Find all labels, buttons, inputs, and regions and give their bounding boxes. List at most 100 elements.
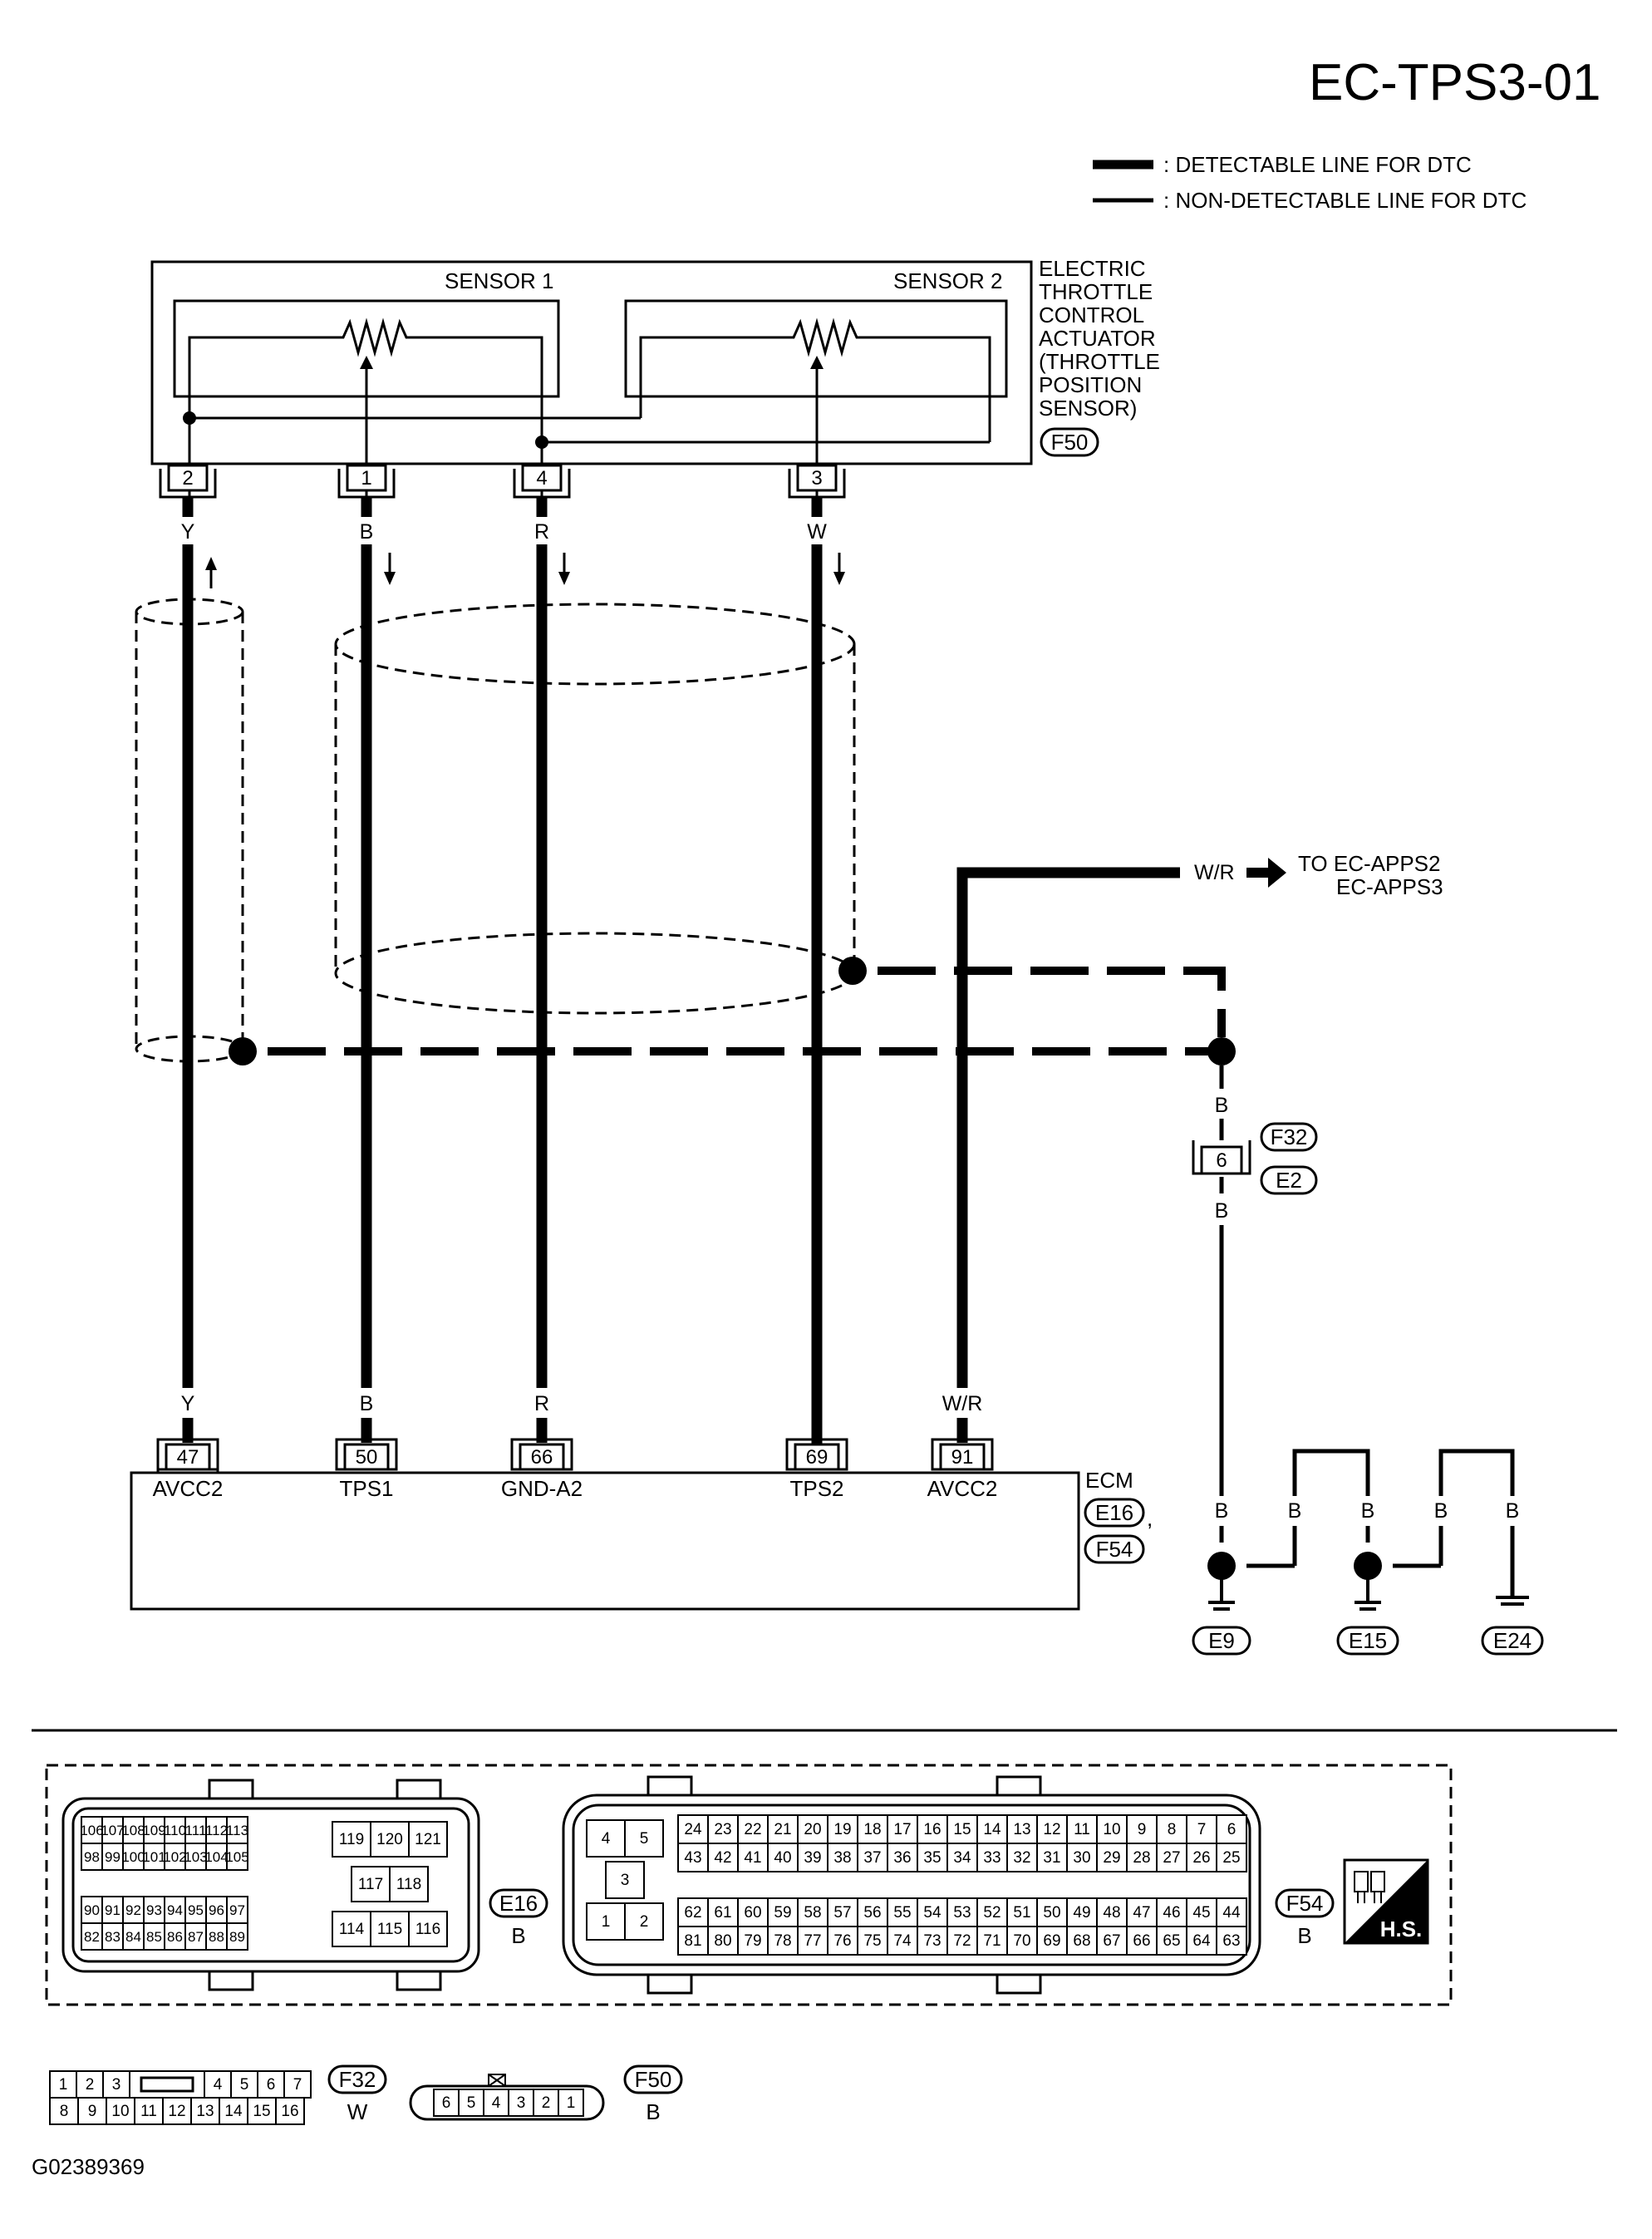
pin-number: 65 <box>1163 1932 1180 1950</box>
pin-number: 6 <box>1227 1821 1237 1838</box>
pin-cell <box>389 1866 429 1902</box>
pin-number: 30 <box>1073 1849 1090 1867</box>
pin-number: 46 <box>1163 1904 1180 1922</box>
pin-cell <box>917 1897 948 1927</box>
ecm-pin: 91 <box>951 1446 974 1469</box>
pin-number: 109 <box>142 1823 165 1838</box>
pin-number: 70 <box>1013 1932 1030 1950</box>
pin-number: 22 <box>744 1821 761 1838</box>
pin-cell <box>483 2089 509 2117</box>
pin-cell <box>122 1922 145 1951</box>
pin-cell <box>857 1926 888 1956</box>
pin-cell <box>433 2089 460 2117</box>
pin-cell <box>49 2097 79 2125</box>
actuator-pins: 2 1 4 3 <box>159 464 846 499</box>
pin-cell <box>737 1843 769 1872</box>
pin-number: 11 <box>140 2103 157 2120</box>
pin-number: 55 <box>893 1904 911 1922</box>
throttle-actuator: SENSOR 1 SENSOR 2 ELECTRIC THROTTLE CONT… <box>150 256 1160 509</box>
pin-number: 112 <box>205 1823 228 1838</box>
pin-cell <box>275 2097 305 2125</box>
pin-number: 40 <box>774 1849 791 1867</box>
pin-number: 86 <box>167 1929 183 1945</box>
pin-cell <box>1096 1843 1128 1872</box>
wire-color: W <box>807 520 827 544</box>
key-slot <box>140 2076 194 2093</box>
pin-number: 7 <box>293 2076 302 2094</box>
pin-number: 1 <box>59 2076 68 2094</box>
pin-cell <box>122 1843 145 1871</box>
pin-number: 15 <box>253 2103 270 2120</box>
pin-cell <box>586 1902 626 1941</box>
pin-number: 121 <box>415 1831 441 1848</box>
pin-cell <box>332 1821 371 1858</box>
pin-number: 32 <box>1013 1849 1030 1867</box>
pin-cell <box>77 2097 107 2125</box>
pin-number: 4 <box>602 1830 611 1848</box>
pin-number: 102 <box>163 1849 186 1865</box>
top-wire-colors: Y B R W <box>181 520 828 544</box>
pin-number: 98 <box>84 1849 100 1865</box>
pin-number: 97 <box>229 1902 245 1918</box>
pin-number: 35 <box>923 1849 941 1867</box>
pin-number: 110 <box>164 1823 186 1838</box>
pin-cell <box>1036 1926 1068 1956</box>
pin-cell <box>887 1926 918 1956</box>
pin-cell <box>408 1911 448 1947</box>
f32-color: W <box>347 2099 368 2124</box>
pin-number: 68 <box>1073 1932 1090 1950</box>
flow-arrows <box>205 553 845 588</box>
pin-number: 71 <box>983 1932 1001 1950</box>
pin-number: 87 <box>188 1929 204 1945</box>
bottom-wire-colors: Y B R W/R <box>181 1392 983 1415</box>
pin-number: 105 <box>225 1849 248 1865</box>
pin-number: 4 <box>492 2094 501 2112</box>
pin-number: 78 <box>774 1932 791 1950</box>
pin-number: 12 <box>1043 1821 1060 1838</box>
pin-cell <box>707 1926 739 1956</box>
pin-number: 10 <box>1103 1821 1120 1838</box>
pin-number: 5 <box>240 2076 249 2094</box>
pin-number: 5 <box>467 2094 476 2112</box>
pin-number: 6 <box>442 2094 451 2112</box>
pin-cell <box>184 1843 207 1871</box>
wire-color: B <box>1288 1499 1302 1523</box>
pin-number: 117 <box>358 1876 383 1893</box>
pin-number: 120 <box>376 1831 403 1848</box>
pin-number: 36 <box>893 1849 911 1867</box>
pin-number: 101 <box>142 1849 165 1865</box>
pin-cell <box>205 1816 228 1844</box>
ecm-signal: AVCC2 <box>927 1476 998 1501</box>
pin-cell <box>458 2089 484 2117</box>
pin-cell <box>1006 1814 1038 1844</box>
pin-number: 104 <box>204 1849 228 1865</box>
pin-number: 111 <box>185 1823 207 1838</box>
to-ref-line2: EC-APPS3 <box>1336 874 1443 899</box>
pin-cell <box>1156 1843 1187 1872</box>
legend-non-detectable: : NON-DETECTABLE LINE FOR DTC <box>1163 188 1527 213</box>
pin-cell <box>677 1926 709 1956</box>
pin-number: 73 <box>923 1932 941 1950</box>
pin-number: 26 <box>1192 1849 1210 1867</box>
ground-e9: E9 <box>1208 1628 1235 1653</box>
pin-cell <box>797 1843 828 1872</box>
sensor2-label: SENSOR 2 <box>893 268 1003 293</box>
ecm-pin: 69 <box>806 1446 828 1469</box>
connector-separator: , <box>1147 1506 1153 1531</box>
pin-cell <box>946 1843 978 1872</box>
image-code: G02389369 <box>32 2154 145 2179</box>
wire-color: Y <box>181 520 195 544</box>
f50-name: F50 <box>635 2067 672 2092</box>
actuator-pin: 4 <box>536 467 547 490</box>
pin-number: 50 <box>1043 1904 1060 1922</box>
pin-cell <box>1156 1926 1187 1956</box>
pin-cell <box>797 1926 828 1956</box>
wire-color: B <box>1361 1499 1375 1523</box>
pin-cell <box>1156 1897 1187 1927</box>
actuator-label-line: POSITION <box>1039 372 1142 397</box>
f32-name: F32 <box>339 2067 376 2092</box>
pin-cell <box>205 1922 228 1951</box>
pin-cell <box>1126 1897 1158 1927</box>
pin-cell <box>164 1843 186 1871</box>
ecm-pin: 47 <box>177 1446 199 1469</box>
